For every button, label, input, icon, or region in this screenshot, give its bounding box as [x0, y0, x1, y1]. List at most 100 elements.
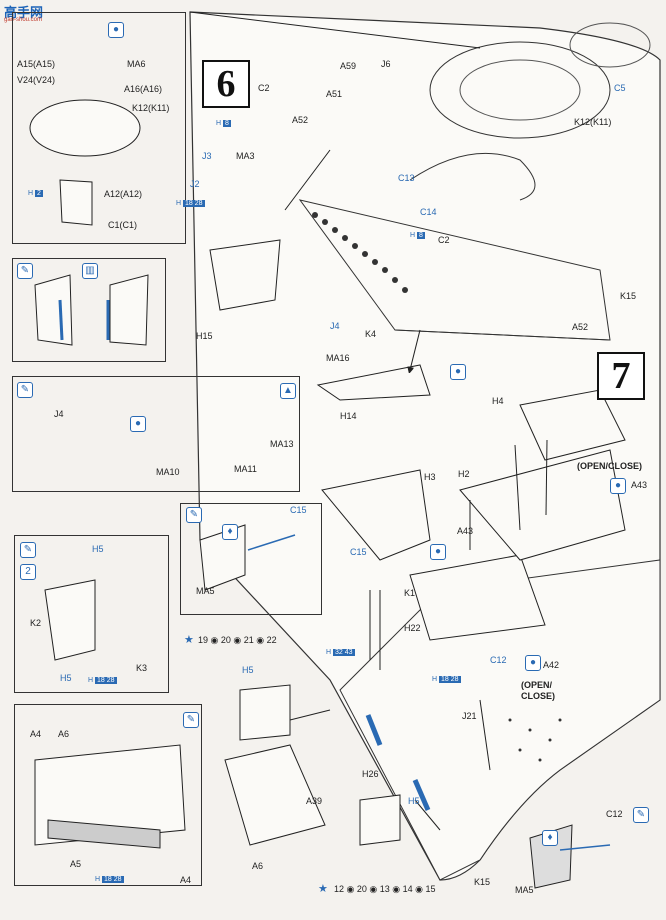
part-label: J6 — [381, 59, 391, 69]
part-label: A6 — [58, 729, 70, 739]
part-label: C2 — [438, 235, 450, 245]
part-label: A43 — [457, 526, 474, 536]
part-label: MA16 — [326, 353, 350, 363]
part-label: K15 — [620, 291, 637, 301]
cement-icon: ✎ — [183, 712, 199, 728]
glue-drop-icon: ♦ — [222, 524, 238, 540]
part-label: A51 — [326, 89, 343, 99]
part-label: MA6 — [127, 59, 146, 69]
part-label: C14 — [420, 207, 437, 217]
part-label: A4 — [30, 729, 42, 739]
part-label: C2 — [258, 83, 270, 93]
part-label: J2 — [190, 179, 200, 189]
part-label: C15 — [290, 505, 307, 515]
part-label: K2 — [30, 618, 42, 628]
part-label: J21 — [462, 711, 477, 721]
inset-panel-turret — [12, 12, 186, 244]
watermark-url: gao-shou.com — [4, 17, 43, 23]
part-label: MA11 — [234, 464, 257, 474]
part-label: H5 — [408, 796, 420, 806]
part-label: H26 — [362, 769, 379, 779]
part-label: H2 — [458, 469, 470, 479]
part-label: A39 — [306, 796, 323, 806]
decal-row-2: 12 ◉ 20 ◉ 13 ◉ 14 ◉ 15 — [334, 884, 436, 894]
part-label: H15 — [196, 331, 213, 341]
part-label: H5 — [60, 673, 72, 683]
paint-callout: H 2 — [28, 190, 43, 197]
cement-icon: ● — [525, 655, 541, 671]
inset-panel-h5 — [14, 535, 169, 693]
part-label: A5 — [70, 859, 82, 869]
inset-panel-c15 — [180, 503, 322, 615]
part-label: H5 — [92, 544, 104, 554]
inset-panel-flaps — [12, 258, 166, 362]
part-label: A4 — [180, 875, 192, 885]
part-label: C12 — [490, 655, 507, 665]
cement-icon: ✎ — [17, 263, 33, 279]
step-7-number: 7 — [597, 352, 645, 400]
part-label: C12 — [606, 809, 623, 819]
cement-icon: ● — [430, 544, 446, 560]
step-6-number: 6 — [202, 60, 250, 108]
warning-icon: ▲ — [280, 383, 296, 399]
part-label: A12(A12) — [104, 189, 143, 199]
part-label: MA5 — [515, 885, 534, 895]
glue-drop-icon: ♦ — [542, 830, 558, 846]
decal-row-1: 19 ◉ 20 ◉ 21 ◉ 22 — [198, 635, 277, 645]
part-label: C1(C1) — [108, 220, 138, 230]
part-label: K12(K11) — [132, 103, 170, 113]
part-label: A43 — [631, 480, 648, 490]
paint-callout: H 18 28 — [88, 677, 117, 684]
part-label: K4 — [365, 329, 377, 339]
paint-icon: ▥ — [82, 263, 98, 279]
part-label: A16(A16) — [124, 84, 163, 94]
part-label: A59 — [340, 61, 357, 71]
part-label: A42 — [543, 660, 560, 670]
cement-icon: ● — [108, 22, 124, 38]
part-label: H3 — [424, 472, 436, 482]
part-label: MA13 — [270, 439, 294, 449]
cement-icon: ✎ — [186, 507, 202, 523]
part-label: J4 — [54, 409, 64, 419]
part-label: K1 — [404, 588, 416, 598]
inset-panel-a4 — [14, 704, 202, 886]
part-label: A52 — [292, 115, 309, 125]
cement-icon: ✎ — [20, 542, 36, 558]
part-label: V24(V24) — [17, 75, 56, 85]
paint-callout: H 18 28 — [176, 200, 205, 207]
part-label: (OPEN/ CLOSE) — [521, 680, 556, 701]
part-label: H22 — [404, 623, 421, 633]
part-label: K12(K11) — [574, 117, 612, 127]
part-label: MA3 — [236, 151, 255, 161]
part-label: A15(A15) — [17, 59, 56, 69]
cement-icon: ✎ — [17, 382, 33, 398]
cement-icon: ● — [610, 478, 626, 494]
cement-icon: ✎ — [633, 807, 649, 823]
paint-callout: H 18 28 — [95, 876, 124, 883]
part-label: MA5 — [196, 586, 215, 596]
cement-icon: ● — [130, 416, 146, 432]
part-label: K3 — [136, 663, 148, 673]
decal-star-icon: ★ — [318, 883, 328, 895]
part-label: C15 — [350, 547, 367, 557]
paint-callout: H 8 — [216, 120, 231, 127]
part-label: J3 — [202, 151, 212, 161]
part-label: C13 — [398, 173, 415, 183]
repeat-x2-icon: 2 — [20, 564, 36, 580]
part-label: J4 — [330, 321, 340, 331]
part-label: H4 — [492, 396, 504, 406]
paint-callout: H 32 43 — [326, 649, 355, 656]
inset-panel-handles — [12, 376, 300, 492]
cement-icon: ● — [450, 364, 466, 380]
part-label: H14 — [340, 411, 357, 421]
part-label: K15 — [474, 877, 491, 887]
part-label: C5 — [614, 83, 626, 93]
paint-callout: H 8 — [410, 232, 425, 239]
part-label: A6 — [252, 861, 264, 871]
part-label: MA10 — [156, 467, 180, 477]
part-label: H5 — [242, 665, 254, 675]
part-label: (OPEN/CLOSE) — [577, 461, 643, 471]
paint-callout: H 18 28 — [432, 676, 461, 683]
